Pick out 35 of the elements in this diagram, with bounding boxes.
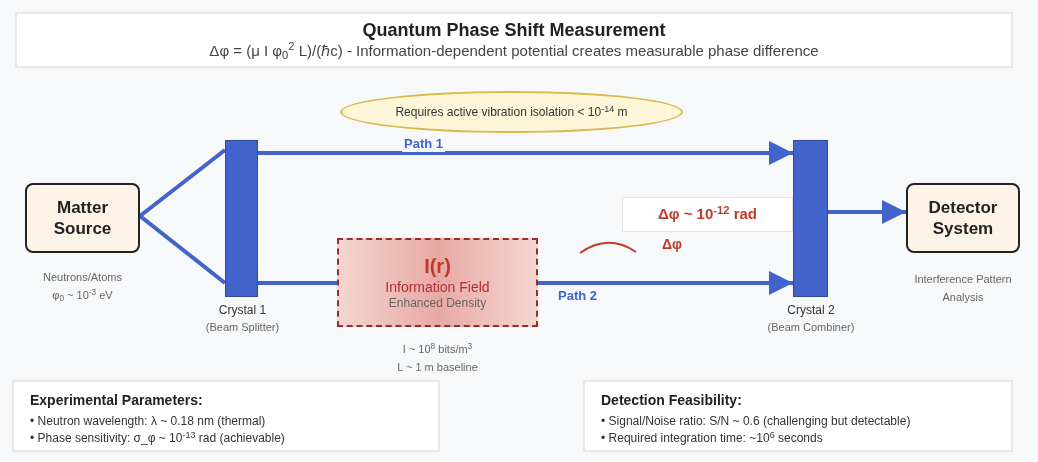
caption-text: Crystal 1 (218, 302, 267, 318)
caption-text: L ~ 1 m baseline (397, 360, 478, 375)
bullet-item: • Phase sensitivity: σ_φ ~ 10$^{-13}$ rad (achievable) (30, 430, 286, 447)
caption-text: Neutrons/Atoms (43, 270, 122, 285)
panel-heading: Experimental Parameters: (30, 391, 204, 410)
crystal-bar (793, 140, 828, 297)
phase-value: Δφ ~ 10$^{-12}$ rad (657, 203, 758, 225)
diagram-title: Quantum Phase Shift Measurement (362, 19, 666, 42)
box-title: Matter Source (52, 196, 113, 240)
bullet-item: • Neutron wavelength: λ ~ 0.18 nm (thermal) (30, 413, 267, 430)
component-box (906, 183, 1020, 253)
formula-subtitle: Δφ = (μ I φ$_{0}$$^{2}$ L)/(ℏc) - Information-dependent potential creates measurable phase difference (209, 41, 819, 61)
note-text: Requires active vibration isolation < 10$^{-14}$ m (395, 103, 628, 121)
caption-text: Interference Pattern Analysis (913, 272, 1013, 305)
caption-text: I ~ 10$^{8}$ bits/m$^{3}$ (402, 340, 473, 357)
caption-text: Δφ (661, 235, 683, 254)
beam-arrow (828, 200, 906, 224)
bullet-item: • Signal/Noise ratio: S/N ~ 0.6 (challenging but detectable) (601, 413, 912, 430)
caption-text: Crystal 2 (787, 302, 835, 318)
caption-text: (Beam Combiner) (767, 320, 855, 335)
caption-text: (Beam Splitter) (205, 320, 280, 335)
field-subtitle: Enhanced Density (388, 296, 487, 312)
box-title: Detector System (927, 196, 999, 240)
field-title: Information Field (385, 278, 490, 297)
bullet-item: • Required integration time: ~10$^{6}$ seconds (601, 430, 824, 447)
beam-arrow (258, 141, 793, 165)
field-symbol: I(r) (424, 253, 451, 279)
component-box (25, 183, 140, 253)
information-field-box (337, 238, 538, 327)
beam-arrow (538, 271, 793, 295)
phase-value-box (622, 197, 793, 232)
panel-heading: Detection Feasibility: (601, 391, 743, 410)
path-label: Path 1 (402, 136, 445, 153)
caption-text: φ$_{0}$ ~ 10$^{-3}$ eV (52, 286, 113, 304)
crystal-bar (225, 140, 258, 297)
